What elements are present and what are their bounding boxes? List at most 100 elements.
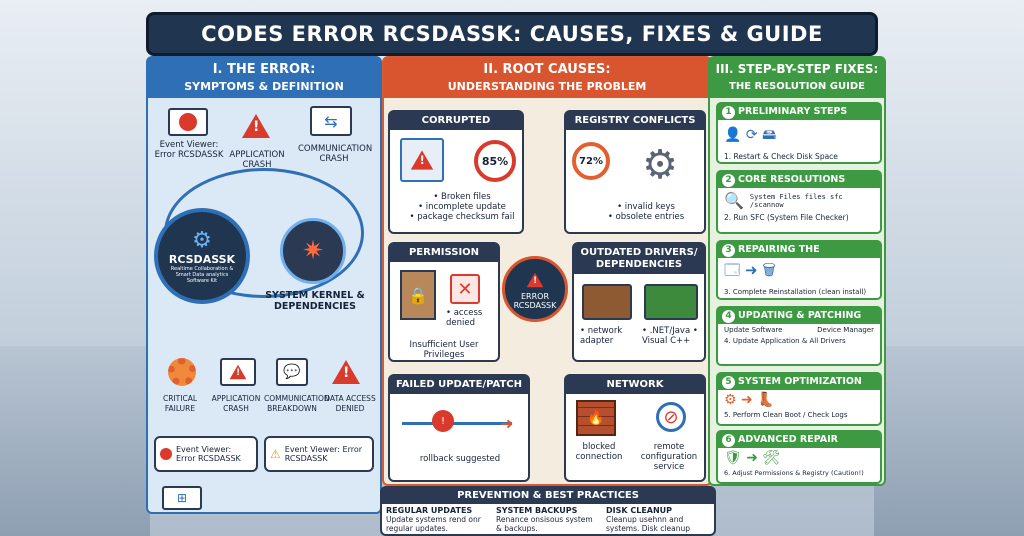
- graphics-card-icon: [644, 284, 698, 320]
- symptom-label: CRITICAL FAILURE: [163, 394, 197, 413]
- bullet: • incomplete update: [418, 202, 506, 212]
- drivers-bullet: • network adapter: [580, 326, 623, 346]
- fixes-header-line1: III. STEP-BY-STEP FIXES:: [715, 62, 879, 76]
- causes-header-line2: UNDERSTANDING THE PROBLEM: [447, 80, 647, 93]
- causes-panel-header: II. ROOT CAUSES: UNDERSTANDING THE PROBL…: [384, 58, 710, 98]
- prevention-item-text: Cleanup usehnn and systems. Disk cleanup: [606, 515, 690, 533]
- rcsdassk-core-icon: ⚙ RCSDASSK Realtime Collaboration & Smar…: [154, 208, 250, 304]
- shield-tools-icon: 🛡 ➜ 🛠: [724, 450, 781, 466]
- event-viewer-top-label: Event Viewer: Error RCSDASSK: [154, 140, 224, 160]
- kernel-network-icon: ✷: [280, 218, 346, 284]
- communication-icon: ⇆: [310, 106, 352, 136]
- step-title: REPAIRING THE SOFTWARE: [722, 244, 820, 271]
- prevention-item-title: DISK CLEANUP: [606, 506, 673, 515]
- critical-failure-icon: [166, 356, 198, 388]
- event-viewer-card: Event Viewer: Error RCSDASSK: [154, 436, 258, 472]
- failed-caption: rollback suggested: [419, 454, 501, 464]
- card-title: PERMISSION ISSUES: [390, 244, 498, 276]
- step-number: 3: [722, 244, 735, 257]
- bullet: • obsolete entries: [607, 212, 685, 222]
- corrupted-installation-card: CORRUPTED INSTALLATION 85% • Broken file…: [388, 110, 524, 234]
- sfc-command: System Files files sfc /scannow: [749, 192, 843, 209]
- permission-caption: Insufficient User Privileges: [409, 340, 479, 360]
- step-number: 4: [722, 310, 735, 323]
- error-header-line2: SYMPTOMS & DEFINITION: [184, 80, 344, 93]
- network-card-icon: [582, 284, 632, 320]
- prevention-panel: PREVENTION & BEST PRACTICES REGULAR UPDA…: [380, 486, 716, 536]
- fixes-header-line2: THE RESOLUTION GUIDE: [729, 81, 865, 92]
- error-dot-icon: [160, 448, 172, 460]
- magnifier-icon: 🔍: [724, 191, 744, 210]
- failed-step-icon: !: [432, 410, 454, 432]
- corrupted-bullets: • Broken files • incomplete update • pac…: [404, 192, 520, 222]
- core-name: RCSDASSK: [168, 253, 236, 266]
- step-text: 5. Perform Clean Boot / Check Logs: [724, 411, 848, 419]
- step-number: 1: [722, 106, 735, 119]
- step-text: 4. Update Application & All Drivers: [724, 337, 846, 345]
- update-timeline: [402, 422, 512, 425]
- step-text: 6. Adjust Permissions & Registry (Cautio…: [724, 469, 864, 477]
- symptom-label: COMMUNICATION BREAKDOWN: [264, 394, 330, 413]
- device-manager-label: Device Manager: [817, 326, 874, 334]
- symptom-label: DATA ACCESS DENIED: [324, 394, 376, 413]
- denied-x-icon: ✕: [450, 274, 480, 304]
- card-title: CORRUPTED INSTALLATION: [390, 112, 522, 144]
- firewall-icon: 🔥: [576, 400, 616, 436]
- bullet: • Broken files: [433, 192, 491, 202]
- card-title: FAILED UPDATE/PATCH: [390, 376, 528, 394]
- network-restrictions-card: NETWORK RESTRICTIONS 🔥 ⊘ blocked connect…: [564, 374, 706, 482]
- prevention-item-title: SYSTEM BACKUPS: [496, 506, 578, 515]
- step-text: 1. Restart & Check Disk Space: [724, 152, 838, 161]
- fixes-panel-header: III. STEP-BY-STEP FIXES: THE RESOLUTION …: [710, 58, 884, 98]
- registry-percent-gauge: 72%: [572, 142, 610, 180]
- chat-bubble-icon: 💬: [276, 358, 308, 386]
- event-viewer-card: ⚠ Event Viewer: Error RCSDASSK: [264, 436, 374, 472]
- data-denied-icon: [328, 356, 364, 388]
- forward-arrow-icon: ➜: [500, 414, 514, 433]
- fixes-panel: III. STEP-BY-STEP FIXES: THE RESOLUTION …: [708, 56, 886, 486]
- symptom-label: APPLICATION CRASH: [211, 394, 261, 413]
- network-label: remote configuration service: [640, 442, 698, 472]
- restart-disk-icon: 👤 ⟳ 🖴: [724, 127, 777, 143]
- event-viewer-text: Event Viewer: Error RCSDASSK: [284, 445, 363, 463]
- event-viewer-icon: [168, 108, 208, 136]
- step-title: ADVANCED REPAIR: [738, 434, 839, 445]
- event-viewer-text: Event Viewer: Error RCSDASSK: [176, 445, 241, 463]
- card-title: REGISTRY CONFLICTS: [566, 112, 704, 130]
- locked-door-icon: 🔒: [400, 270, 436, 320]
- error-symptoms-panel: I. THE ERROR: SYMPTOMS & DEFINITION Even…: [146, 56, 382, 514]
- outdated-drivers-card: OUTDATED DRIVERS/ DEPENDENCIES • network…: [572, 242, 706, 362]
- error-panel-header: I. THE ERROR: SYMPTOMS & DEFINITION: [148, 58, 380, 98]
- card-title: OUTDATED DRIVERS/ DEPENDENCIES: [574, 244, 704, 274]
- step-title: PRELIMINARY STEPS: [738, 106, 848, 117]
- step-number: 5: [722, 376, 735, 389]
- warning-icon: [236, 108, 276, 144]
- failed-update-card: FAILED UPDATE/PATCH ! ➜ rollback suggest…: [388, 374, 530, 482]
- step-number: 6: [722, 434, 735, 447]
- broken-file-icon: [400, 138, 444, 182]
- prevention-item-text: Update systems rend onr regular updates.: [386, 515, 481, 533]
- error-hub: ERROR RCSDASSK: [502, 256, 568, 322]
- registry-bullets: • invalid keys • obsolete entries: [596, 202, 696, 222]
- page-title: CODES ERROR RCSDASSK: CAUSES, FIXES & GU…: [146, 12, 878, 56]
- prevention-title: PREVENTION & BEST PRACTICES: [382, 488, 714, 504]
- step-number: 2: [722, 174, 735, 187]
- blocked-globe-icon: ⊘: [656, 402, 686, 432]
- symptom-row: 💬 CRITICAL FAILURE APPLICATION CRASH COM…: [152, 352, 380, 432]
- corruption-percent-gauge: 85%: [474, 140, 516, 182]
- update-software-label: Update Software: [724, 326, 783, 334]
- prevention-item: REGULAR UPDATES Update systems rend onr …: [386, 506, 490, 533]
- app-crash-top-label: APPLICATION CRASH: [229, 150, 285, 170]
- core-subtitle: Realtime Collaboration & Smart Data anal…: [170, 266, 234, 284]
- core-gear-icon: ⚙: [192, 228, 212, 253]
- comm-crash-top-label: COMMUNICATION CRASH: [298, 144, 373, 164]
- step-text: 2. Run SFC (System File Checker): [724, 213, 849, 222]
- prevention-item-title: REGULAR UPDATES: [386, 506, 473, 515]
